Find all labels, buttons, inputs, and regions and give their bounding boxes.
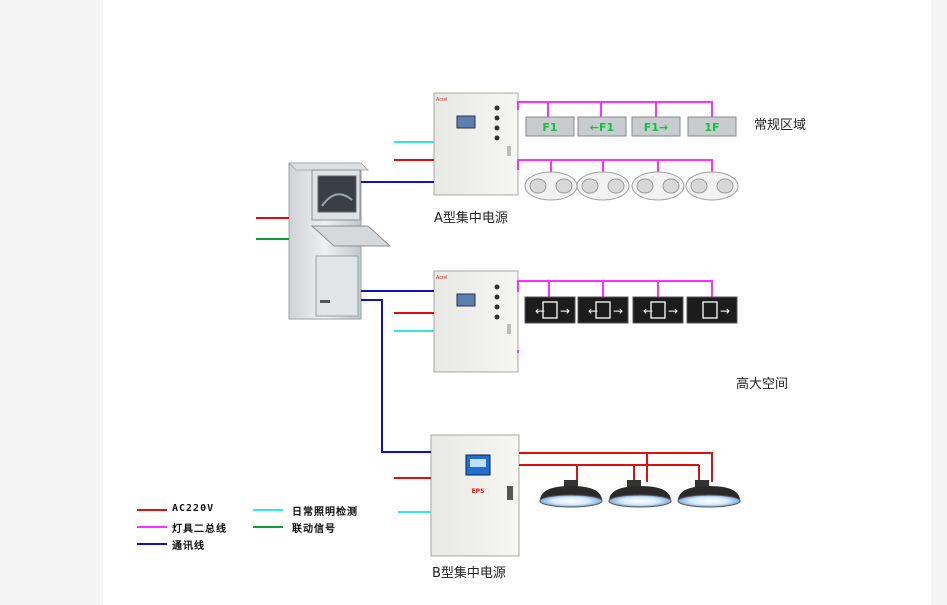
exit-sign-a-4: 1F: [687, 116, 737, 137]
exit-sign-high-1: ← →: [524, 296, 576, 324]
monitor-host-cabinet: [288, 162, 392, 320]
emergency-light-2: [576, 171, 630, 201]
psu-b-eps-box: EPS: [430, 434, 520, 557]
svg-text:F1→: F1→: [644, 121, 668, 134]
exit-sign-high-2: ← →: [577, 296, 629, 324]
legend-lamp-bus: 灯具二总线: [172, 524, 227, 535]
svg-text:Acrel: Acrel: [436, 97, 447, 103]
exit-sign-high-3: ← →: [632, 296, 684, 324]
emergency-light-1: [524, 171, 578, 201]
exit-sign-a-3: F1→: [631, 116, 681, 137]
svg-text:→: →: [668, 304, 678, 318]
left-margin: [0, 0, 103, 605]
svg-text:→: →: [613, 304, 623, 318]
svg-text:F1: F1: [542, 121, 557, 134]
exit-sign-a-2: ←F1: [577, 116, 627, 137]
svg-text:EPS: EPS: [472, 488, 485, 495]
svg-text:←F1: ←F1: [590, 121, 614, 134]
svg-text:←: ←: [535, 304, 545, 318]
psu-a-box: Acrel: [433, 92, 519, 196]
legend-comm: 通讯线: [172, 541, 205, 552]
legend-link-signal: 联动信号: [292, 524, 336, 535]
svg-text:←: ←: [643, 304, 653, 318]
emergency-light-3: [631, 171, 685, 201]
legend-ac220v: AC220V: [172, 503, 215, 514]
region-label-high: 高大空间: [736, 377, 789, 392]
svg-text:→: →: [560, 304, 570, 318]
exit-sign-high-4: →: [686, 296, 738, 324]
svg-text:1F: 1F: [704, 121, 719, 134]
psu-a-label: A型集中电源: [434, 211, 508, 226]
psu-b-label: B型集中电源: [432, 566, 506, 581]
svg-text:→: →: [720, 304, 730, 318]
psu-mid-box: Acrel: [433, 270, 519, 373]
high-bay-light-2: [608, 480, 672, 508]
right-margin: [931, 0, 947, 605]
emergency-light-4: [685, 171, 739, 201]
svg-text:Acrel: Acrel: [436, 275, 447, 281]
svg-text:←: ←: [588, 304, 598, 318]
exit-sign-a-1: F1: [525, 116, 575, 137]
region-label-regular: 常规区域: [754, 118, 807, 133]
high-bay-light-3: [677, 480, 741, 508]
high-bay-light-1: [539, 480, 603, 508]
legend-daily-detect: 日常照明检测: [292, 507, 358, 518]
